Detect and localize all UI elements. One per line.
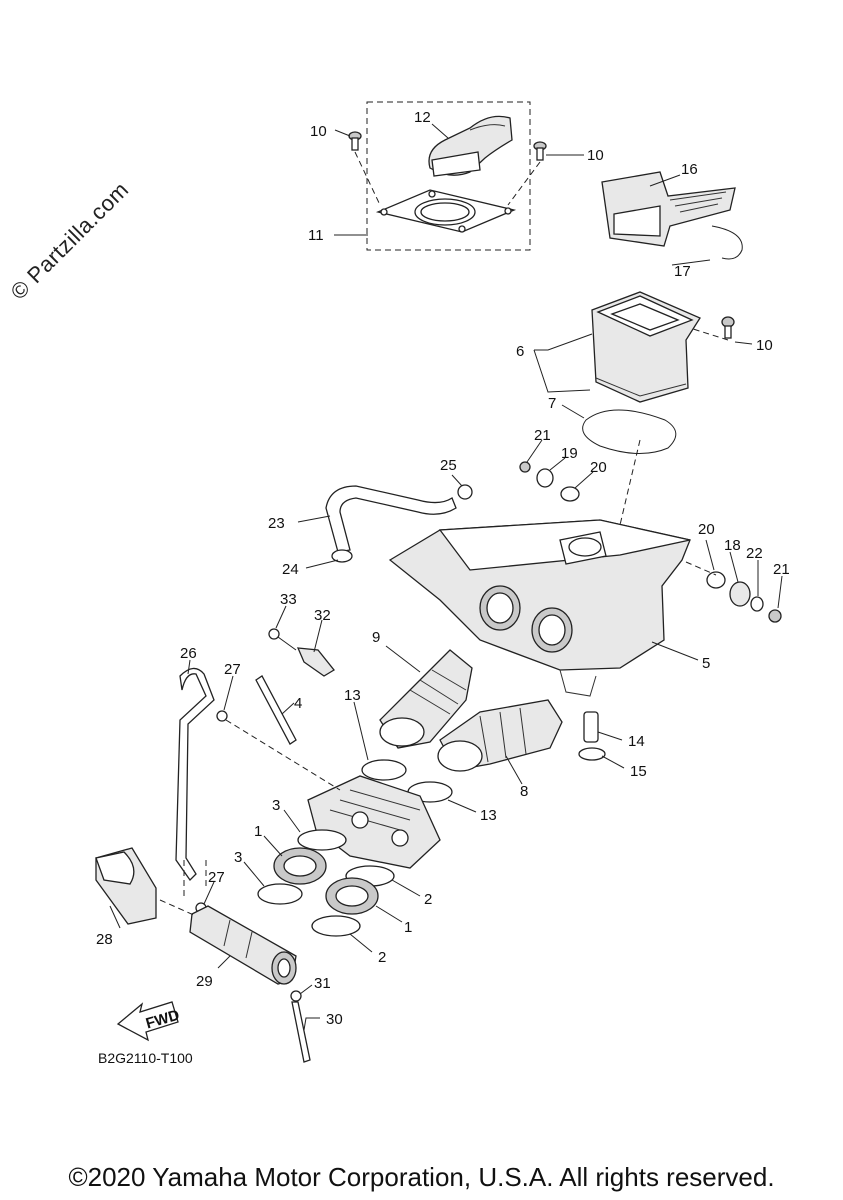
callout-30: 30 <box>326 1011 343 1028</box>
part-22-collar <box>750 596 764 612</box>
part-21-bolt-top <box>519 461 531 473</box>
callout-25: 25 <box>440 457 457 474</box>
callout-11: 11 <box>308 227 324 244</box>
leader-lines <box>109 123 783 1031</box>
callout-10: 10 <box>310 123 327 140</box>
bolt-10-left <box>348 131 362 151</box>
part-17-clip <box>711 225 743 260</box>
callout-13: 13 <box>344 687 361 704</box>
part-14-tube <box>583 711 599 743</box>
callout-33: 33 <box>280 591 297 608</box>
callout-20: 20 <box>590 459 607 476</box>
part-29-cylinder <box>189 905 297 985</box>
part-19-grommet <box>536 468 554 488</box>
callout-31: 31 <box>314 975 331 992</box>
callout-4: 4 <box>294 695 302 712</box>
part-21-bolt-right <box>768 609 782 623</box>
callout-32: 32 <box>314 607 331 624</box>
bolt-10-right <box>533 141 547 161</box>
callout-22: 22 <box>746 545 763 562</box>
callout-20: 20 <box>698 521 715 538</box>
part-26-hose <box>175 667 215 882</box>
callout-labels: 10 10 11 12 16 17 6 10 7 21 19 20 25 23 … <box>96 109 790 1028</box>
part-13-clamp-left <box>361 759 407 781</box>
callout-27: 27 <box>208 869 225 886</box>
part-32-bracket <box>296 647 335 677</box>
callout-1: 1 <box>404 919 412 936</box>
part-16-cover <box>601 171 736 247</box>
part-3-ring-lower <box>257 883 303 905</box>
callout-27: 27 <box>224 661 241 678</box>
part-23-hose <box>325 485 457 553</box>
callout-15: 15 <box>630 763 647 780</box>
callout-10: 10 <box>587 147 604 164</box>
callout-18: 18 <box>724 537 741 554</box>
part-20-washer-right <box>706 571 726 589</box>
callout-21: 21 <box>534 427 551 444</box>
diagram-code: B2G2110-T100 <box>98 1050 193 1066</box>
part-2-ring-lower <box>311 915 361 937</box>
part-31-clip <box>290 990 302 1002</box>
callout-26: 26 <box>180 645 197 662</box>
part-24-clamp <box>331 549 353 563</box>
part-15-clamp <box>578 747 606 761</box>
callout-17: 17 <box>674 263 691 280</box>
part-11-plate <box>375 189 517 233</box>
callout-29: 29 <box>196 973 213 990</box>
callout-14: 14 <box>628 733 645 750</box>
callout-21: 21 <box>773 561 790 578</box>
callout-19: 19 <box>561 445 578 462</box>
callout-3: 3 <box>234 849 242 866</box>
part-9-intake-boot <box>379 649 473 749</box>
bolt-10-lower <box>721 316 735 339</box>
callout-16: 16 <box>681 161 698 178</box>
fwd-arrow-icon: FWD <box>116 1001 182 1042</box>
part-25-clamp <box>457 484 473 500</box>
callout-13: 13 <box>480 807 497 824</box>
callout-10: 10 <box>756 337 773 354</box>
callout-2: 2 <box>424 891 432 908</box>
callout-2: 2 <box>378 949 386 966</box>
part-30-wire <box>291 1001 311 1063</box>
callout-7: 7 <box>548 395 556 412</box>
part-8-intake-boot <box>437 699 563 772</box>
subassembly-box <box>366 101 531 251</box>
part-4-hose <box>255 675 297 745</box>
callout-1: 1 <box>254 823 262 840</box>
part-33-bolt <box>268 628 297 651</box>
callout-8: 8 <box>520 783 528 800</box>
part-20-washer-top <box>560 486 580 502</box>
part-1-boot-lower <box>325 877 379 915</box>
callout-6: 6 <box>516 343 524 360</box>
copyright-text: ©2020 Yamaha Motor Corporation, U.S.A. A… <box>68 1162 775 1192</box>
part-12-intake-duct <box>428 115 513 177</box>
part-5-airbox <box>388 519 691 697</box>
callout-12: 12 <box>414 109 431 126</box>
callout-5: 5 <box>702 655 710 672</box>
part-27-clip-upper <box>216 710 228 722</box>
part-6-funnel <box>591 291 701 403</box>
callout-23: 23 <box>268 515 285 532</box>
part-1-boot-upper <box>273 847 327 885</box>
callout-28: 28 <box>96 931 113 948</box>
callout-9: 9 <box>372 629 380 646</box>
part-18-grommet <box>729 581 751 607</box>
part-3-ring-upper <box>297 829 347 851</box>
callout-24: 24 <box>282 561 299 578</box>
callout-3: 3 <box>272 797 280 814</box>
part-7-oring <box>582 409 677 455</box>
part-28-bracket <box>95 847 157 925</box>
